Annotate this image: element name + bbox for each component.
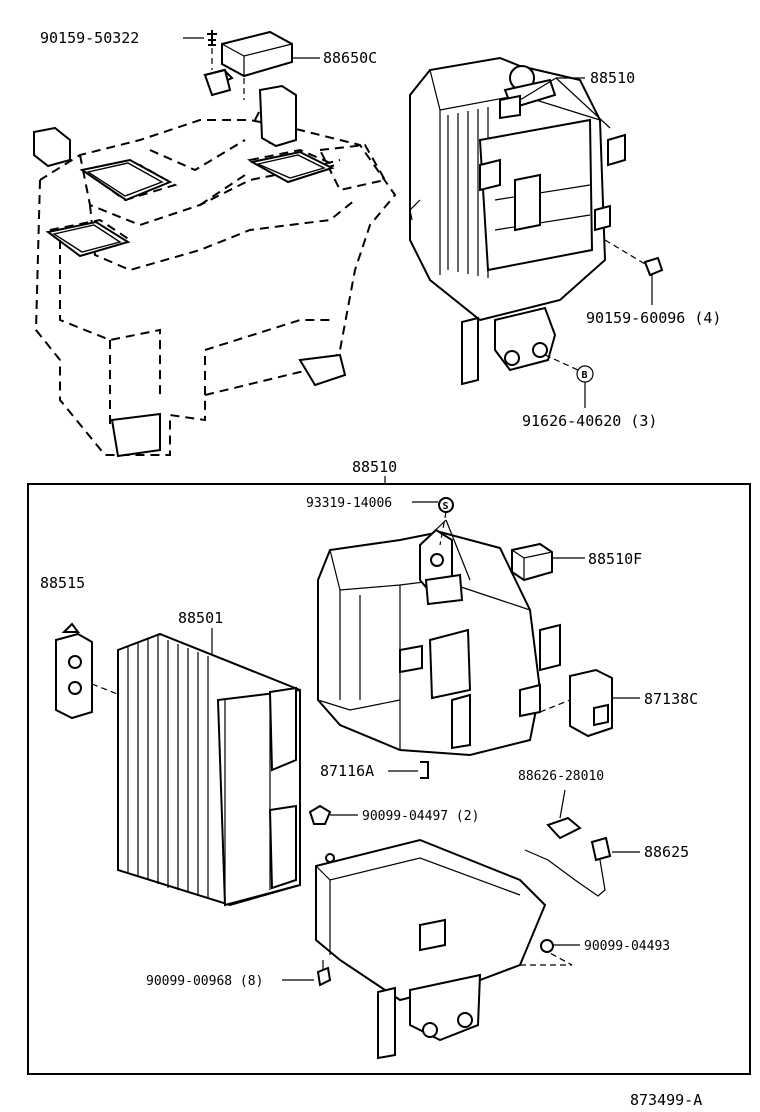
exploded-view-frame <box>27 483 751 1075</box>
label-90099-04497: 90099-04497 (2) <box>362 809 479 824</box>
part-labels: 90159-50322 88650C 88510 90159-60096 (4)… <box>40 29 721 1109</box>
label-93319-14006: 93319-14006 <box>306 496 392 511</box>
screw-93319-14006 <box>438 497 454 513</box>
label-87138C: 87138C <box>644 690 698 708</box>
label-88510-box: 88510 <box>352 458 397 476</box>
label-88650C: 88650C <box>323 49 377 67</box>
screw-90099-00968 <box>316 960 332 987</box>
label-88501: 88501 <box>178 609 223 627</box>
label-90159-60096: 90159-60096 (4) <box>586 309 721 327</box>
label-91626-40620: 91626-40620 (3) <box>522 412 657 430</box>
label-90099-00968: 90099-00968 (8) <box>146 974 263 989</box>
label-88510-top: 88510 <box>590 69 635 87</box>
label-90159-50322: 90159-50322 <box>40 29 139 47</box>
leader-lines <box>183 37 653 981</box>
evaporator-unit-top <box>409 56 664 386</box>
figure-id: 873499-A <box>630 1091 702 1109</box>
relay-88510F <box>511 542 553 582</box>
lower-case <box>315 838 547 1060</box>
thermistor-88625 <box>524 789 612 897</box>
label-88626-28010: 88626-28010 <box>518 769 604 784</box>
label-87116A: 87116A <box>320 762 374 780</box>
evaporator-core-88501 <box>117 632 301 907</box>
expansion-valve-88515 <box>55 622 121 720</box>
callout-circle-b <box>576 365 594 383</box>
duct-assembly-phantom <box>33 30 397 458</box>
label-88510F: 88510F <box>588 550 642 568</box>
callout-b: B <box>582 370 588 381</box>
screw-90099-04497 <box>308 804 332 825</box>
screw-90159-50322 <box>207 30 217 46</box>
resistor-87138C <box>539 668 613 738</box>
callout-s: S <box>443 501 449 512</box>
clip-87116A <box>420 761 429 779</box>
upper-case <box>317 528 561 757</box>
label-88515: 88515 <box>40 574 85 592</box>
label-90099-04493: 90099-04493 <box>584 939 670 954</box>
screw-90159-60096 <box>604 239 664 277</box>
screw-90099-04493 <box>520 939 573 966</box>
label-88625: 88625 <box>644 843 689 861</box>
